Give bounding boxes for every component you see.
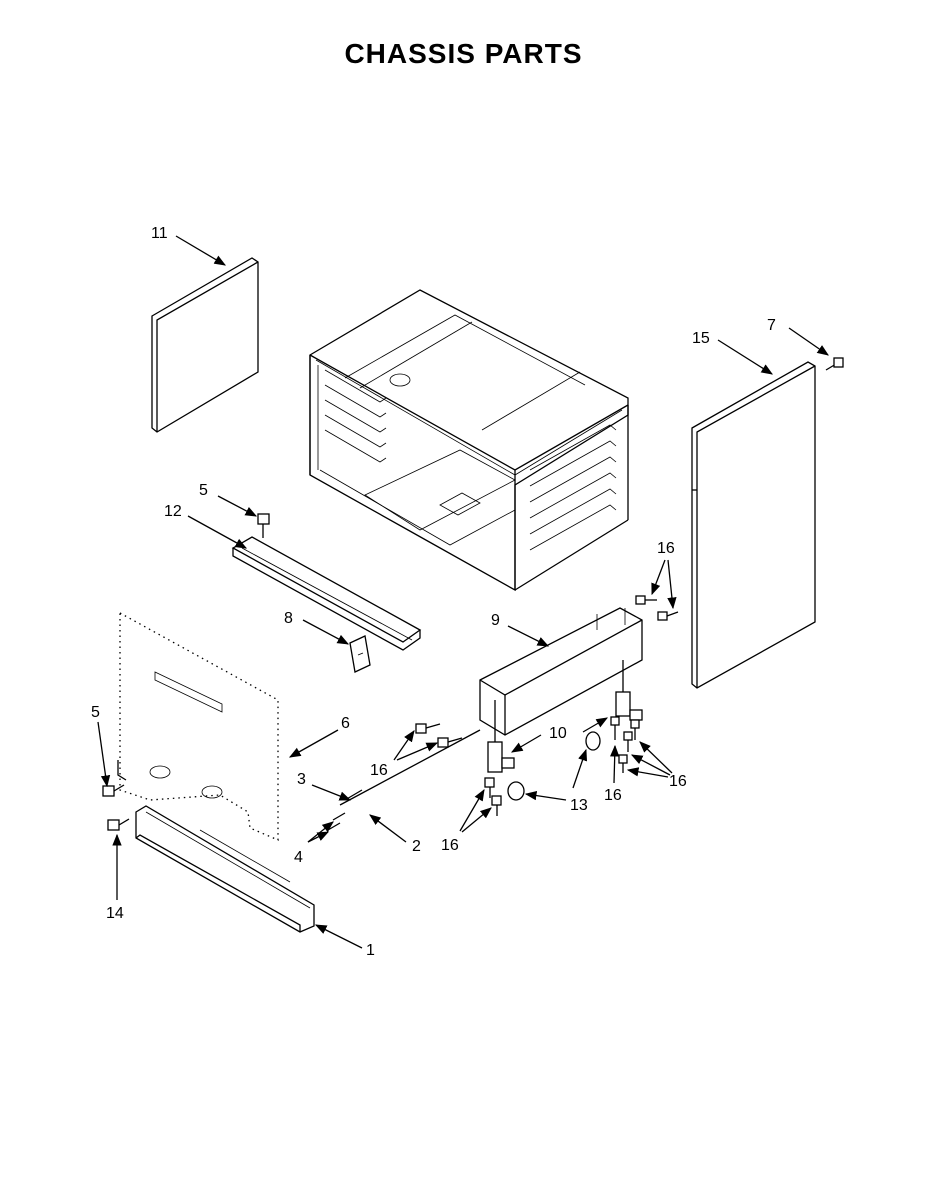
label-1: 1 [366,942,375,959]
screw-7 [825,357,844,371]
label-14: 14 [106,905,124,922]
label-11: 11 [151,225,168,242]
label-5-upper: 5 [199,482,208,499]
label-5-lower: 5 [91,704,100,721]
side-panel-15 [691,361,816,689]
glide-13-left [507,781,525,801]
label-16-left: 16 [370,762,388,779]
rod-2 [339,729,481,806]
screw-5-upper [257,513,270,538]
label-3: 3 [297,771,306,788]
kick-panel-1 [135,805,315,933]
channel-bracket-9 [479,607,643,736]
label-7: 7 [767,317,776,334]
label-8: 8 [284,610,293,627]
label-4: 4 [294,849,303,866]
glide-13-right [585,731,601,751]
label-12: 12 [164,503,182,520]
diagram-title: CHASSIS PARTS [344,38,583,69]
label-10: 10 [549,725,567,742]
screw-14 [107,818,130,831]
label-9: 9 [491,612,500,629]
label-16-right: 16 [669,773,687,790]
label-16-top: 16 [657,540,675,557]
bracket-8 [349,635,371,673]
label-6: 6 [341,715,350,732]
oven-chassis-frame [309,289,629,592]
back-panel-6 [117,611,279,841]
leader-arrows [97,235,829,949]
label-15: 15 [692,330,710,347]
leveling-leg-10-left [487,700,515,773]
screws-16 [415,595,679,816]
side-panel-11 [151,257,259,433]
part-labels: 11 7 15 5 12 16 8 9 6 5 10 16 3 16 13 16… [91,225,776,959]
label-13: 13 [570,797,588,814]
label-16-bottom: 16 [441,837,459,854]
leveling-leg-10-right [615,660,643,721]
label-2: 2 [412,838,421,855]
label-16-mid: 16 [604,787,622,804]
